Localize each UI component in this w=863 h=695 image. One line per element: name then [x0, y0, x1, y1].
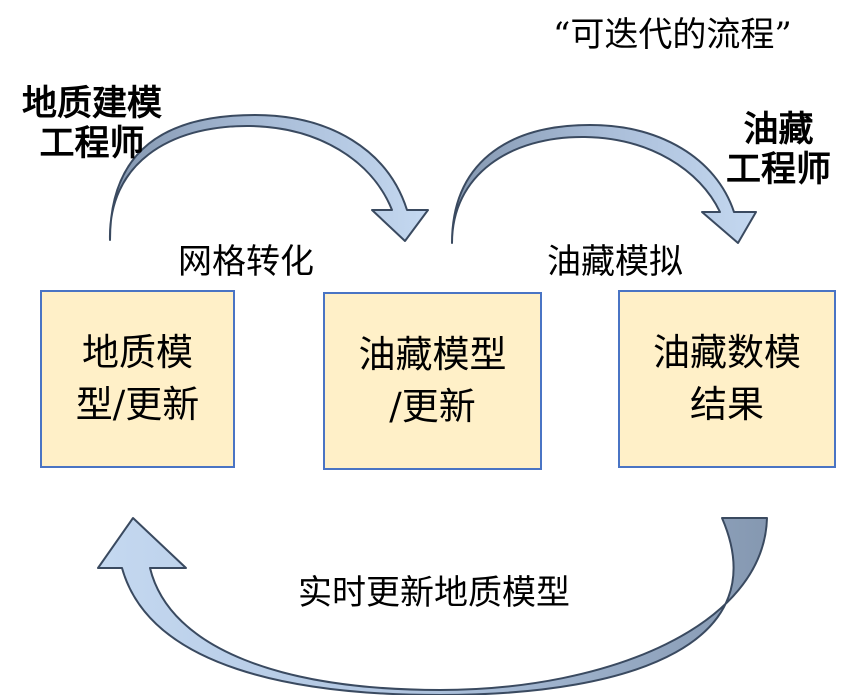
box-simulation-results: 油藏数模 结果: [618, 290, 836, 468]
curved-arrow-realtime-update: [97, 517, 768, 695]
curved-arrow-reservoir-simulation: [451, 124, 757, 244]
box-reservoir-model: 油藏模型 /更新: [323, 292, 542, 470]
box-reservoir-model-label: 油藏模型 /更新: [358, 333, 507, 428]
box-simulation-results-label: 油藏数模 结果: [653, 331, 801, 426]
box-geology-model-label: 地质模 型/更新: [75, 331, 200, 426]
box-geology-model: 地质模 型/更新: [40, 290, 235, 468]
step-grid-conversion: 网格转化: [178, 242, 314, 282]
step-reservoir-simulation: 油藏模拟: [547, 242, 683, 282]
curved-arrow-grid-conversion: [108, 114, 429, 242]
role-geology-engineer: 地质建模 工程师: [22, 84, 163, 165]
diagram-heading: “可迭代的流程”: [553, 15, 792, 55]
step-realtime-update: 实时更新地质模型: [298, 573, 570, 613]
role-reservoir-engineer: 油藏 工程师: [726, 110, 832, 191]
